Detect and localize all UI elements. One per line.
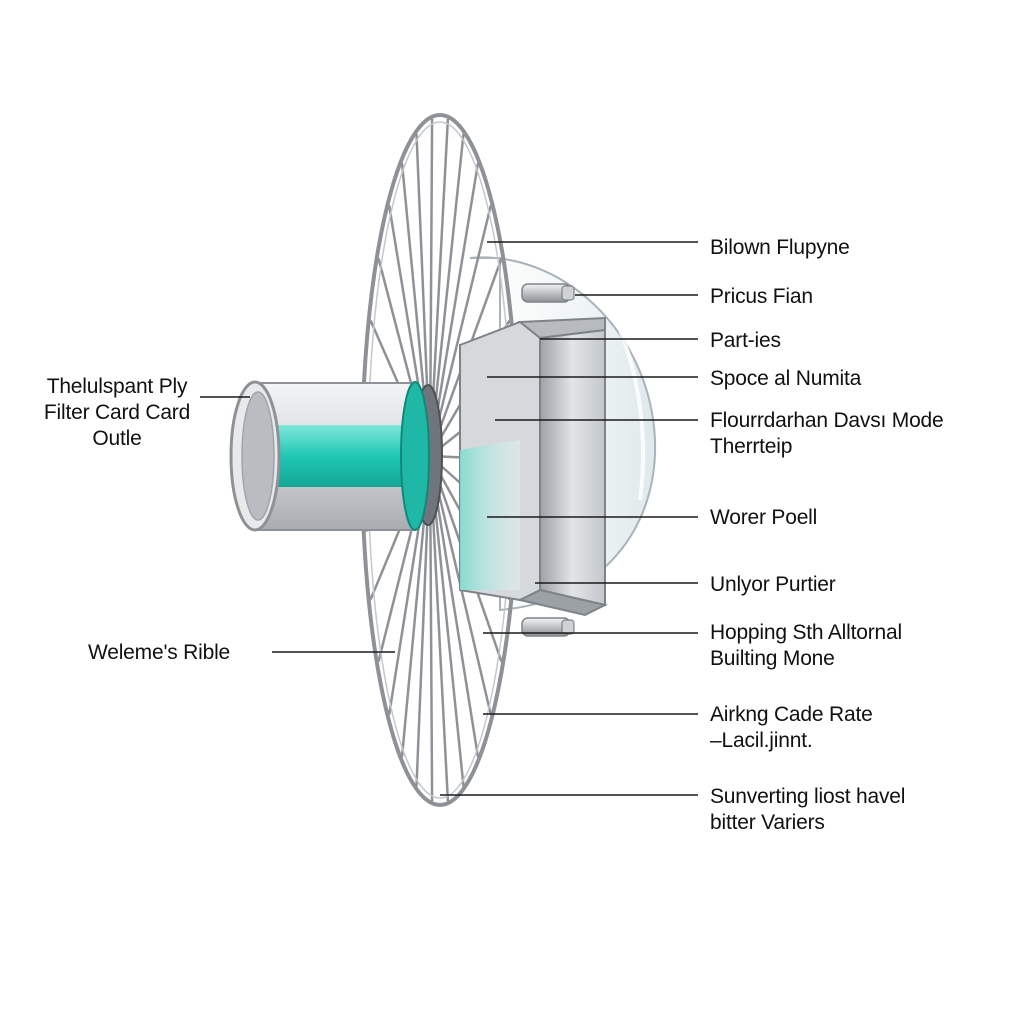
label-filter-card-outlet: Thelulspant Ply Filter Card Card Outle — [43, 375, 191, 450]
dome-highlight — [618, 329, 646, 501]
inlet-tube-end-ring — [400, 381, 430, 531]
inlet-tube-teal-band — [255, 425, 415, 487]
label-right-2: Pricus Fian — [710, 285, 813, 308]
housing-teal-panel — [460, 440, 520, 590]
label-right-8: Hopping Sth Alltornal Builting Mone — [710, 621, 902, 670]
label-weleme-rible: Weleme's Rible — [88, 641, 231, 664]
label-right-3: Part-ies — [710, 329, 781, 352]
label-right-4: Spoce al Numita — [710, 367, 862, 390]
label-right-9: Airkng Cade Rate –Lacil.jinnt. — [710, 703, 873, 752]
leader-lines — [200, 241, 698, 796]
bolt-bottom — [521, 617, 575, 637]
label-right-6: Worer Poell — [710, 506, 818, 529]
label-right-10: Sunverting liost havel bitter Variers — [710, 785, 906, 834]
housing-box-back — [539, 328, 606, 607]
label-right-5: Flourrdarhan Davsı Mode Therrteip — [710, 409, 944, 458]
label-right-1: Bilown Flupyne — [710, 236, 850, 259]
label-right-7: Unlyor Purtier — [710, 573, 836, 596]
bolt-top — [521, 283, 575, 303]
